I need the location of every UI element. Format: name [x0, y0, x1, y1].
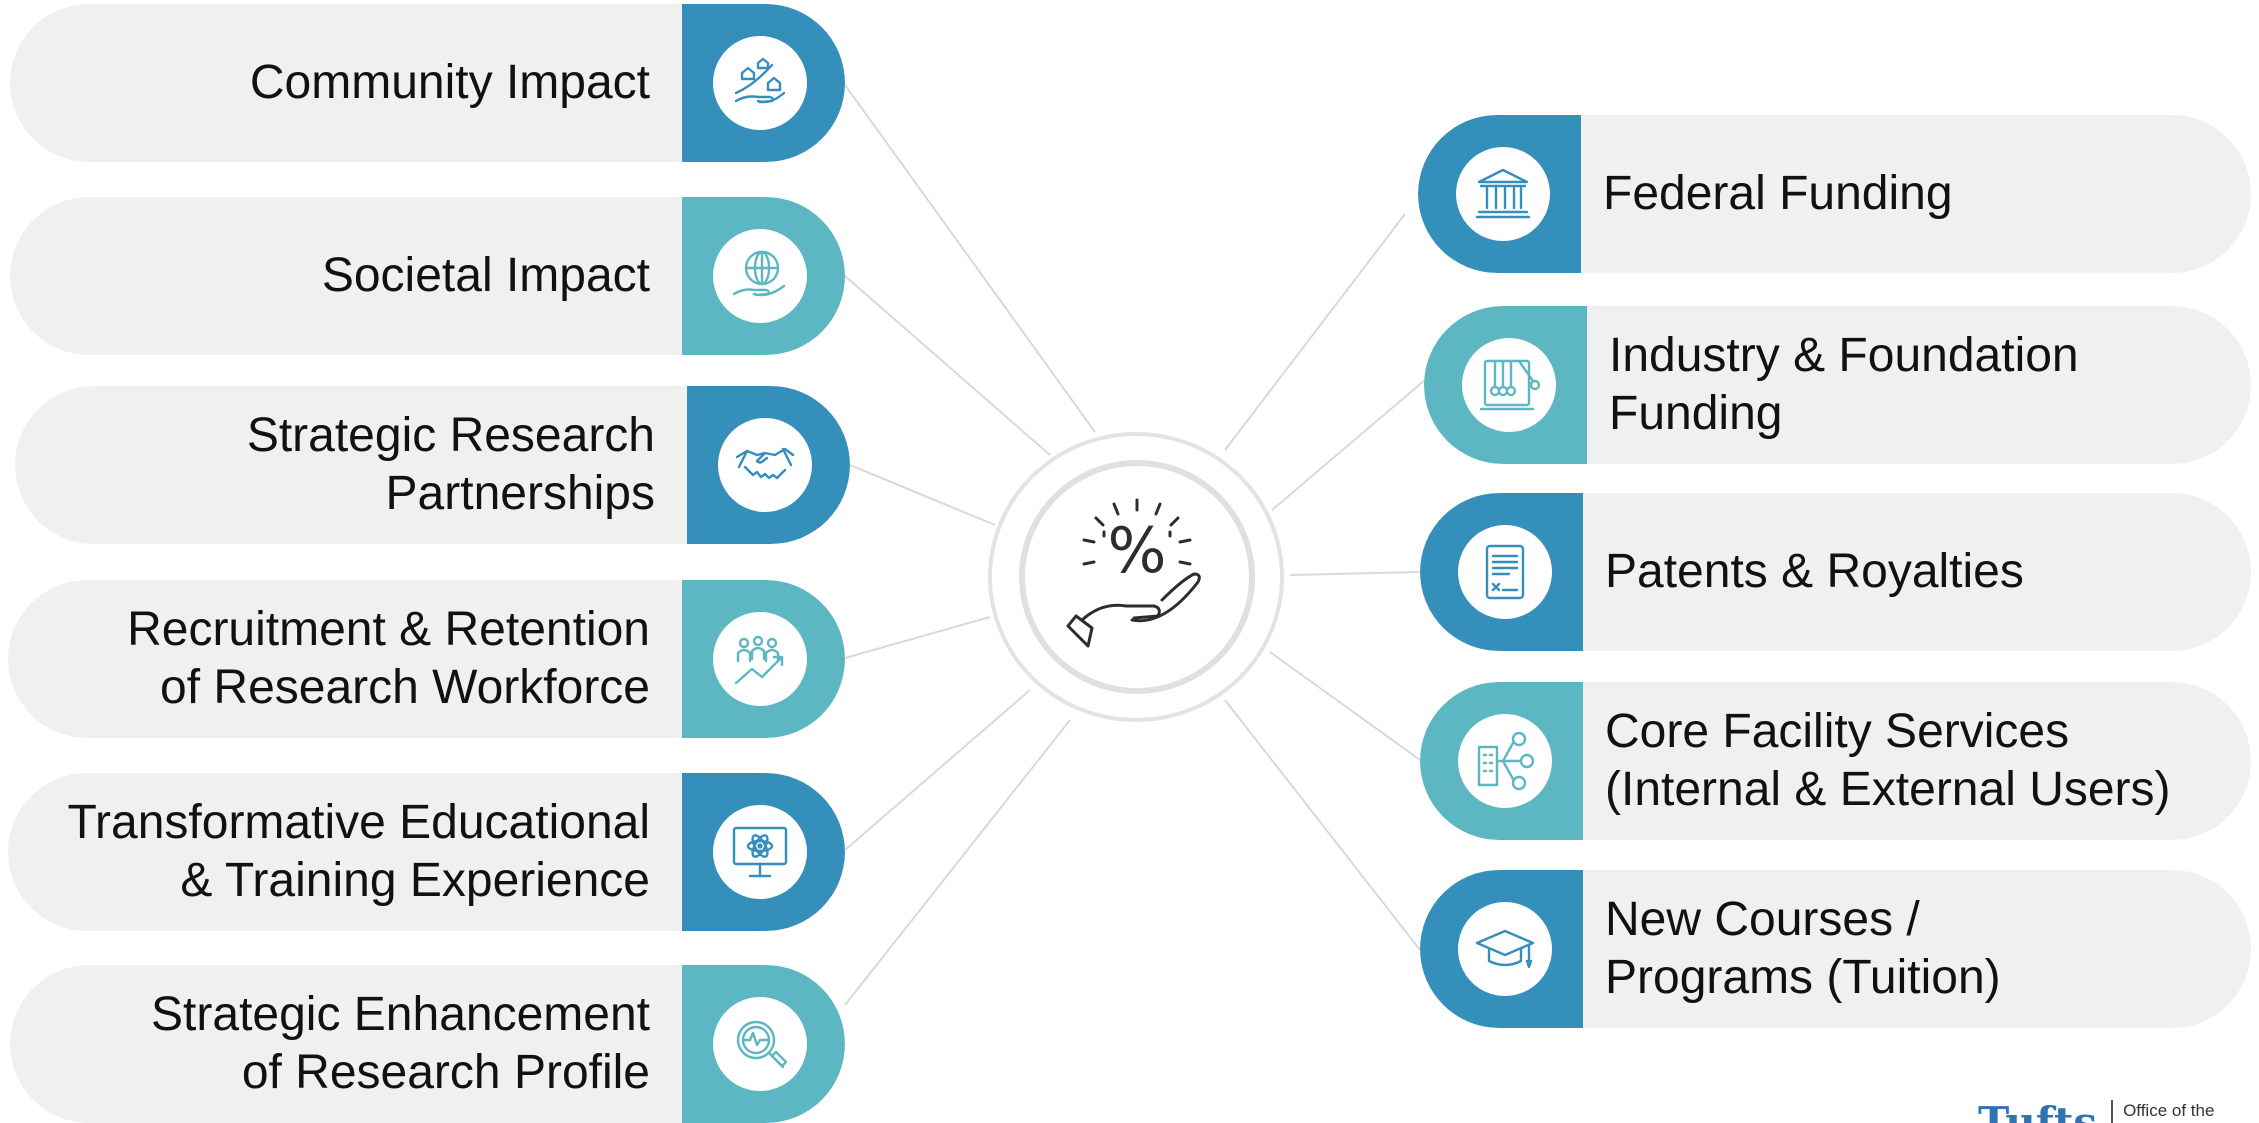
connector-line: [844, 84, 1096, 433]
connector-line: [844, 275, 1051, 456]
icon-circle: [713, 805, 807, 899]
source-federal-funding: Federal Funding: [1418, 115, 2251, 273]
graduation-cap-icon: [1475, 929, 1535, 969]
icon-cap: [687, 386, 850, 544]
logo-wordmark: Tufts: [1978, 1102, 2097, 1123]
connector-line: [1224, 213, 1406, 451]
source-label: Patents & Royalties: [1605, 493, 2024, 651]
goal-label: Strategic Research Partnerships: [247, 386, 655, 544]
icon-cap: [682, 4, 845, 162]
source-label: Industry & Foundation Funding: [1609, 306, 2079, 464]
connector-line: [1289, 571, 1421, 576]
hand-percent-icon: [1066, 498, 1201, 648]
icon-circle: [713, 997, 807, 1091]
magnifier-pulse-icon: [736, 1020, 788, 1069]
signed-document-icon: [1485, 544, 1525, 600]
center-hub: %: [1019, 460, 1255, 694]
icon-circle: [1458, 714, 1552, 808]
source-industry-foundation-funding: Industry & Foundation Funding: [1424, 306, 2251, 464]
goal-label-line: & Training Experience: [180, 854, 650, 907]
icon-circle: [1462, 338, 1556, 432]
icon-circle: [718, 418, 812, 512]
icon-circle: [713, 612, 807, 706]
source-patents-royalties: Patents & Royalties: [1420, 493, 2251, 651]
source-label-line: Federal Funding: [1603, 167, 1953, 220]
source-label: New Courses / Programs (Tuition): [1605, 870, 2001, 1028]
icon-cap: [1420, 870, 1583, 1028]
source-label: Federal Funding: [1603, 115, 1953, 273]
icon-circle: [1458, 525, 1552, 619]
logo-office-text: Office of the: [2123, 1101, 2215, 1120]
goal-label-line: Recruitment & Retention: [127, 603, 650, 656]
connector-line: [844, 616, 991, 659]
connector-line: [1271, 379, 1426, 511]
government-building-icon: [1475, 168, 1531, 219]
icon-cap: [682, 580, 845, 738]
goal-transformative-education: Transformative Educational & Training Ex…: [8, 773, 845, 931]
icon-cap: [1420, 682, 1583, 840]
building-users-icon: [1477, 731, 1535, 791]
goal-community-impact: Community Impact: [10, 4, 845, 162]
connector-line: [844, 689, 1031, 851]
goal-label-line: Partnerships: [385, 467, 655, 520]
icon-cap: [1424, 306, 1587, 464]
source-label-line: Programs (Tuition): [1605, 951, 2001, 1004]
goal-label-line: Transformative Educational: [67, 796, 651, 849]
goal-label: Recruitment & Retention of Research Work…: [127, 580, 650, 738]
source-label-line: Funding: [1609, 387, 1783, 440]
source-label-line: (Internal & External Users): [1605, 763, 2171, 816]
connector-line: [849, 464, 996, 526]
percent-symbol: %: [1107, 514, 1167, 587]
globe-hand-icon: [732, 250, 786, 297]
icon-circle: [1456, 147, 1550, 241]
handshake-icon: [735, 447, 795, 480]
connector-line: [1224, 699, 1421, 951]
goal-label: Transformative Educational & Training Ex…: [68, 773, 651, 931]
goal-recruitment-retention: Recruitment & Retention of Research Work…: [8, 580, 845, 738]
source-new-courses-programs: New Courses / Programs (Tuition): [1420, 870, 2251, 1028]
source-label-line: Core Facility Services: [1605, 705, 2070, 758]
logo-divider: [2111, 1100, 2114, 1123]
goal-label-line: Community Impact: [249, 56, 650, 109]
source-label: Core Facility Services (Internal & Exter…: [1605, 682, 2171, 840]
source-label-line: Patents & Royalties: [1605, 545, 2024, 598]
goal-label: Strategic Enhancement of Research Profil…: [151, 965, 650, 1123]
monitor-atom-icon: [732, 826, 788, 878]
connector-line: [1269, 651, 1421, 761]
people-growth-icon: [734, 635, 784, 685]
connector-line: [844, 719, 1071, 1006]
icon-cap: [682, 965, 845, 1123]
goal-label-line: Societal Impact: [321, 249, 650, 302]
newtons-cradle-icon: [1479, 359, 1541, 411]
community-hand-houses-icon: [734, 57, 786, 104]
source-label-line: New Courses /: [1605, 893, 1920, 946]
source-core-facility-services: Core Facility Services (Internal & Exter…: [1420, 682, 2251, 840]
icon-cap: [682, 773, 845, 931]
goal-strategic-enhancement: Strategic Enhancement of Research Profil…: [10, 965, 845, 1123]
goal-label: Societal Impact: [322, 197, 650, 355]
goal-label-line: Strategic Enhancement: [151, 988, 650, 1041]
goal-strategic-research-partnerships: Strategic Research Partnerships: [15, 386, 850, 544]
icon-cap: [682, 197, 845, 355]
tufts-logo: Tufts Office of the: [1978, 1100, 2214, 1123]
goal-label-line: of Research Profile: [241, 1046, 650, 1099]
icon-cap: [1420, 493, 1583, 651]
source-label-line: Industry & Foundation: [1609, 329, 2079, 382]
goal-label-line: of Research Workforce: [160, 661, 650, 714]
icon-cap: [1418, 115, 1581, 273]
goal-label-line: Strategic Research: [246, 409, 655, 462]
goal-label: Community Impact: [250, 4, 650, 162]
icon-circle: [1458, 902, 1552, 996]
icon-circle: [713, 36, 807, 130]
goal-societal-impact: Societal Impact: [10, 197, 845, 355]
icon-circle: [713, 229, 807, 323]
